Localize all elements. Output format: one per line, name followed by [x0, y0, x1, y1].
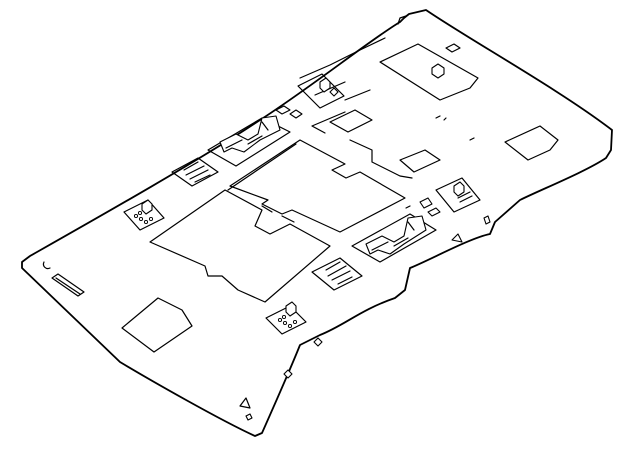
bracket-clip-b [289, 109, 303, 119]
rear-left-lamp-pad [297, 73, 345, 109]
bracket-clip-e [405, 205, 411, 209]
rear-right-lamp-slots [457, 191, 473, 203]
front-right-vent-pad [311, 257, 363, 291]
left-visor-bracket-detail [225, 121, 269, 149]
center-panel-upper [229, 139, 406, 233]
bottom-corner-tab [245, 413, 253, 421]
bracket-clip-c [419, 197, 433, 209]
clip-hole [283, 369, 293, 379]
front-right-lamp-pad [265, 305, 307, 335]
center-pad-lower [399, 149, 441, 173]
lamp-dot [292, 319, 298, 325]
top-notch [397, 15, 407, 25]
left-handle-slot [51, 273, 85, 297]
center-joint-strip [227, 143, 297, 223]
front-left-vent-pad [171, 157, 219, 187]
center-pad-upper [329, 109, 373, 133]
left-visor-bracket-pad [207, 117, 291, 167]
rear-right-lamp-clip [453, 181, 465, 197]
rear-left-lamp-clip-2 [329, 87, 339, 97]
front-left-lamp-pad [123, 199, 165, 231]
front-corner-pad [121, 297, 193, 353]
rear-pad-clip [431, 63, 445, 79]
side-frame-line-4 [469, 137, 475, 141]
right-visor-bracket-pad [351, 213, 437, 263]
rear-edge-line [299, 37, 386, 79]
bracket-clip-a [275, 105, 291, 115]
rear-left-lamp-clip [319, 77, 331, 93]
left-handle-slot-inner [55, 277, 81, 295]
clip-hole [483, 215, 491, 225]
front-right-vent-slots [325, 261, 353, 285]
lamp-dot [148, 216, 154, 222]
rear-right-pad [504, 125, 559, 161]
front-left-lamp-clip [141, 199, 153, 215]
clip-hole [443, 117, 447, 121]
lamp-dot [277, 317, 283, 323]
clip-hole [451, 233, 463, 243]
left-corner-mark [42, 261, 51, 270]
center-panel-lower [149, 189, 331, 303]
clip-hole [313, 337, 323, 347]
side-frame-line-2 [344, 89, 371, 101]
headliner-outline [21, 9, 613, 437]
front-right-lamp-clip [285, 301, 297, 317]
lamp-dot [282, 320, 288, 326]
lamp-dot [138, 216, 144, 222]
bracket-clip-d [427, 207, 441, 217]
rear-frame-line [311, 111, 413, 179]
side-frame-line-3 [435, 115, 441, 119]
rear-right-lamp-pad [435, 177, 481, 213]
rear-pad [379, 43, 479, 101]
lamp-dot [287, 323, 293, 329]
lamp-dot [133, 213, 139, 219]
bottom-corner-mark [239, 397, 251, 409]
lamp-dot [137, 210, 143, 216]
lamp-dot [281, 314, 287, 320]
rear-pad-slot [445, 43, 461, 53]
lamp-dot [143, 219, 149, 225]
right-visor-bracket-detail [371, 221, 415, 251]
front-left-vent-slots [183, 161, 211, 183]
